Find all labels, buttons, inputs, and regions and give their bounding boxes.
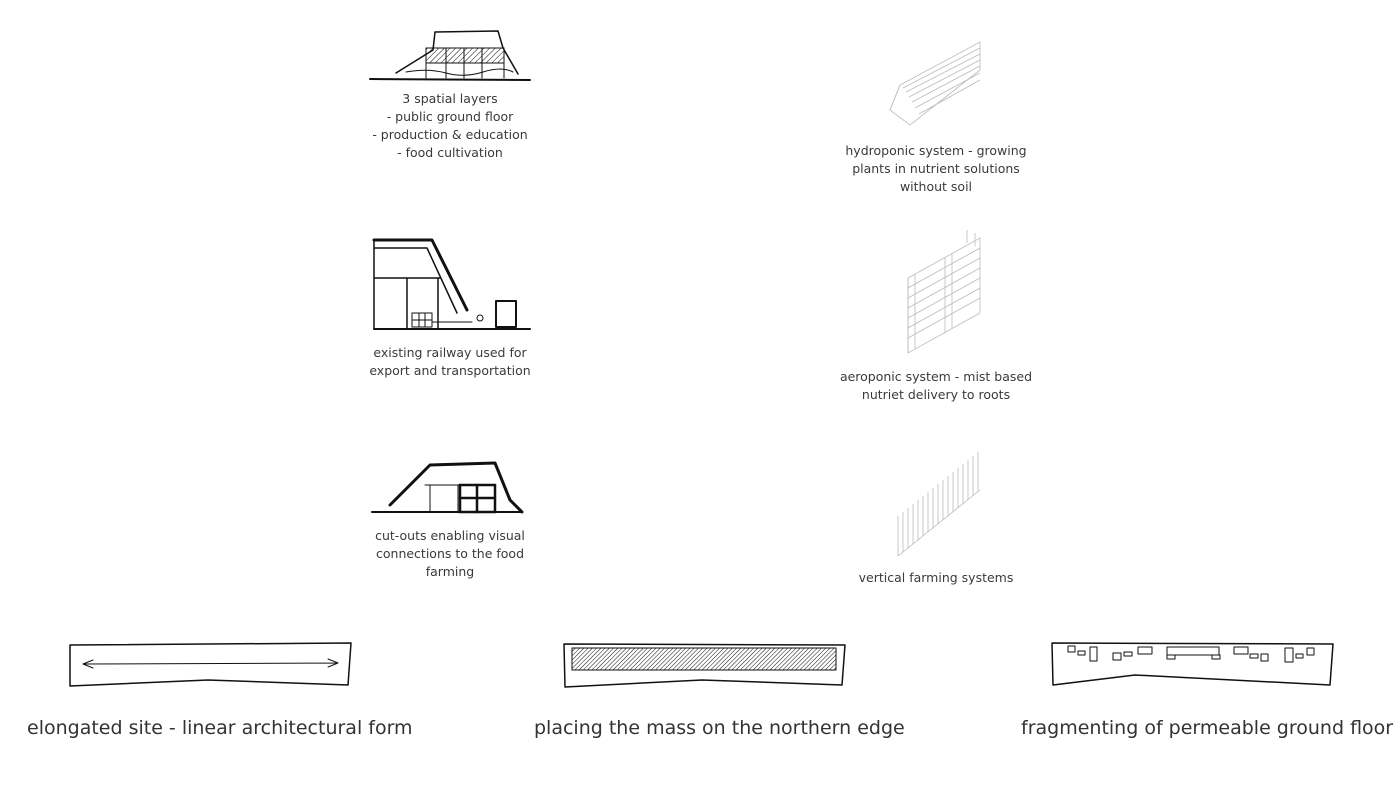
cutouts-sketch: [371, 461, 524, 514]
step-2-label: placing the mass on the northern edge: [534, 717, 905, 739]
caption-line: 3 spatial layers: [402, 91, 498, 106]
spatial-layers-caption: 3 spatial layers - public ground floor -…: [370, 90, 530, 162]
northern-mass-sketch: [563, 643, 846, 688]
caption-line: - public ground floor: [386, 109, 514, 124]
caption-line: farming: [425, 564, 475, 579]
caption-line: existing railway used for: [373, 345, 527, 360]
aeroponic-sketch: [907, 230, 981, 354]
vertical-caption: vertical farming systems: [836, 569, 1036, 587]
caption-line: plants in nutrient solutions: [852, 161, 1020, 176]
caption-line: vertical farming systems: [858, 570, 1014, 585]
caption-line: - food cultivation: [397, 145, 503, 160]
hydroponic-caption: hydroponic system - growing plants in nu…: [836, 142, 1036, 196]
railway-caption: existing railway used for export and tra…: [360, 344, 540, 380]
spatial-layers-sketch: [369, 30, 531, 81]
caption-line: nutriet delivery to roots: [861, 387, 1011, 402]
caption-line: aeroponic system - mist based: [839, 369, 1033, 384]
cutouts-caption: cut-outs enabling visual connections to …: [360, 527, 540, 581]
step-1-label: elongated site - linear architectural fo…: [27, 717, 413, 739]
elongated-site-sketch: [69, 642, 352, 687]
hydroponic-sketch: [889, 41, 981, 126]
railway-sketch: [372, 238, 531, 330]
caption-line: cut-outs enabling visual: [375, 528, 525, 543]
caption-line: connections to the food: [376, 546, 524, 561]
aeroponic-caption: aeroponic system - mist based nutriet de…: [836, 368, 1036, 404]
vertical-farming-sketch: [897, 452, 981, 557]
step-3-label: fragmenting of permeable ground floor: [1021, 717, 1394, 739]
fragmented-ground-floor-sketch: [1051, 642, 1334, 686]
caption-line: export and transportation: [369, 363, 531, 378]
caption-line: - production & education: [372, 127, 528, 142]
caption-line: hydroponic system - growing: [845, 143, 1027, 158]
caption-line: without soil: [899, 179, 973, 194]
